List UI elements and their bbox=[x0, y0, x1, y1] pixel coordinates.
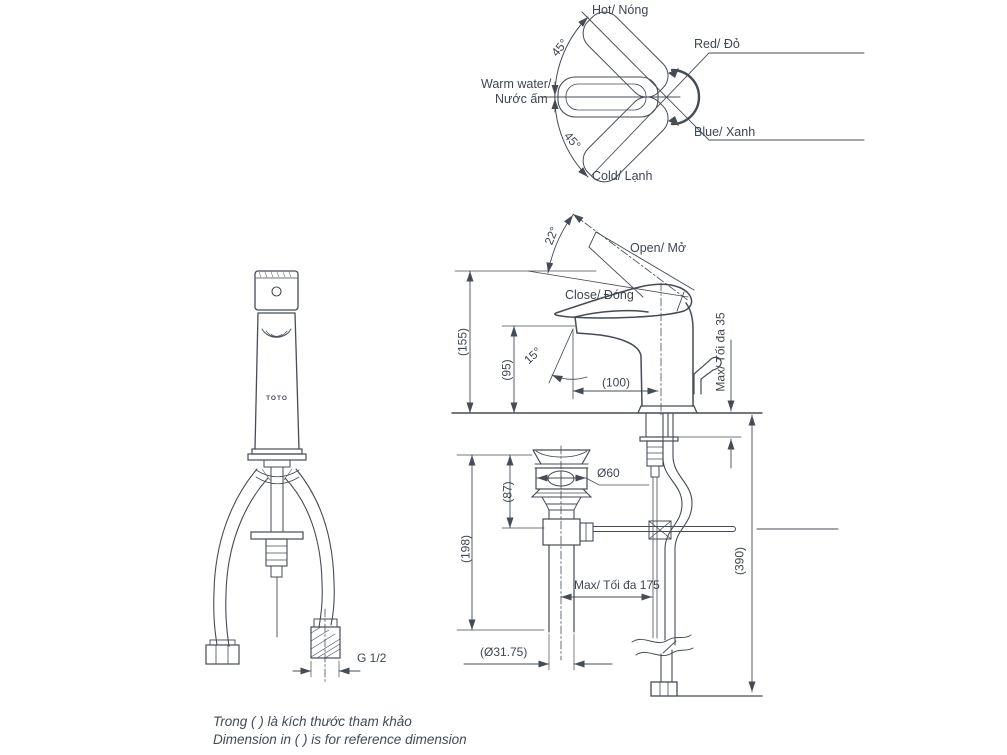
label-dim-155: (155) bbox=[455, 327, 470, 357]
toto-logo: TOTO bbox=[266, 395, 288, 402]
label-dim-d3175: (Ø31.75) bbox=[480, 645, 528, 659]
drain-lineart bbox=[456, 445, 653, 671]
side-view-lineart bbox=[451, 213, 839, 697]
label-blue: Blue/ Xanh bbox=[694, 125, 756, 139]
label-red: Red/ Đỏ bbox=[694, 37, 740, 51]
label-dim-198: (198) bbox=[458, 534, 473, 564]
label-dim-100: (100) bbox=[601, 375, 631, 390]
label-dim-87: (87) bbox=[500, 481, 515, 503]
top-view-lineart bbox=[540, 11, 865, 183]
label-open: Open/ Mở bbox=[630, 241, 687, 255]
label-cold: Cold/ Lạnh bbox=[592, 169, 653, 183]
label-dim-390: (390) bbox=[732, 546, 747, 576]
label-warm-water-1: Warm water/ bbox=[481, 77, 552, 91]
label-dim-g12: G 1/2 bbox=[357, 651, 387, 665]
caption-english: Dimension in ( ) is for reference dimens… bbox=[213, 732, 467, 747]
label-hot: Hot/ Nóng bbox=[592, 3, 649, 17]
label-warm-water-2: Nước ấm bbox=[495, 92, 548, 106]
front-view-lineart bbox=[205, 270, 361, 684]
caption-vietnamese: Trong ( ) là kích thước tham khảo bbox=[213, 714, 412, 729]
label-close: Close/ Đóng bbox=[565, 288, 634, 302]
label-dim-max-35: Max/ Tối đa 35 bbox=[713, 312, 728, 392]
label-dim-max-175: Max/ Tối đa 175 bbox=[574, 578, 660, 592]
label-dim-d60: Ø60 bbox=[597, 466, 620, 480]
label-dim-95: (95) bbox=[499, 359, 514, 381]
